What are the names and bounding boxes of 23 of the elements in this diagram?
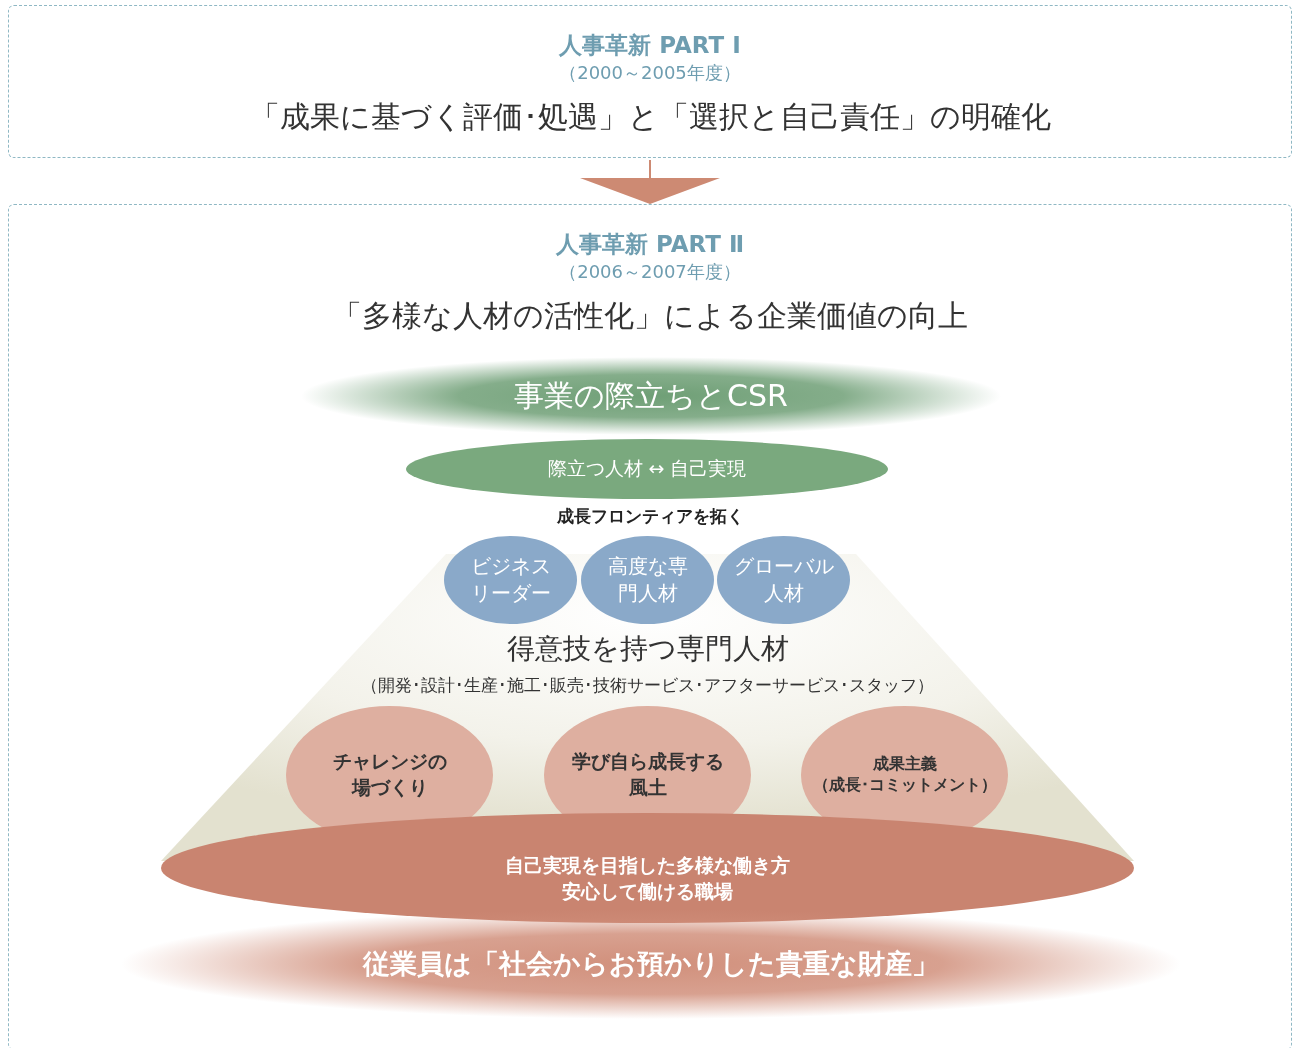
node-label: 事業の際立ちとCSR — [514, 376, 788, 415]
period-label: （2006～2007年度） — [559, 260, 741, 284]
node-label: 自己実現を目指した多様な働き方 — [505, 853, 790, 878]
caption-label: 成長フロンティアを拓く — [555, 505, 745, 528]
node-label: 成果主義 — [872, 754, 937, 775]
node-label: 際立つ人材 ↔ 自己実現 — [547, 456, 747, 481]
node-label: （成長･コミットメント） — [812, 775, 997, 796]
section-heading: 人事革新 PART Ⅰ — [559, 31, 741, 60]
node-label: 従業員は「社会からお預かりした貴重な財産」 — [363, 947, 939, 981]
period-label: （2000～2005年度） — [559, 61, 741, 85]
node-label: 学び自ら成長する風土 — [570, 749, 725, 800]
node-label: 高度な専門人材 — [606, 553, 689, 607]
node-label: チャレンジの場づくり — [331, 749, 448, 800]
section-heading: 人事革新 PART Ⅱ — [555, 230, 745, 259]
band-title: 得意技を持つ専門人材 — [506, 631, 789, 667]
band-subtitle: （開発･設計･生産･施工･販売･技術サービス･アフターサービス･スタッフ） — [361, 674, 934, 697]
theme-statement: 「成果に基づく評価･処遇」と「選択と自己責任」の明確化 — [249, 98, 1051, 136]
arrow — [580, 159, 720, 204]
dashed-panel — [8, 5, 1292, 158]
node-label: 安心して働ける職場 — [562, 879, 733, 904]
node-label: グローバル人材 — [732, 553, 835, 607]
theme-statement: 「多様な人材の活性化」による企業価値の向上 — [332, 297, 968, 335]
node-label: ビジネスリーダー — [469, 553, 552, 607]
